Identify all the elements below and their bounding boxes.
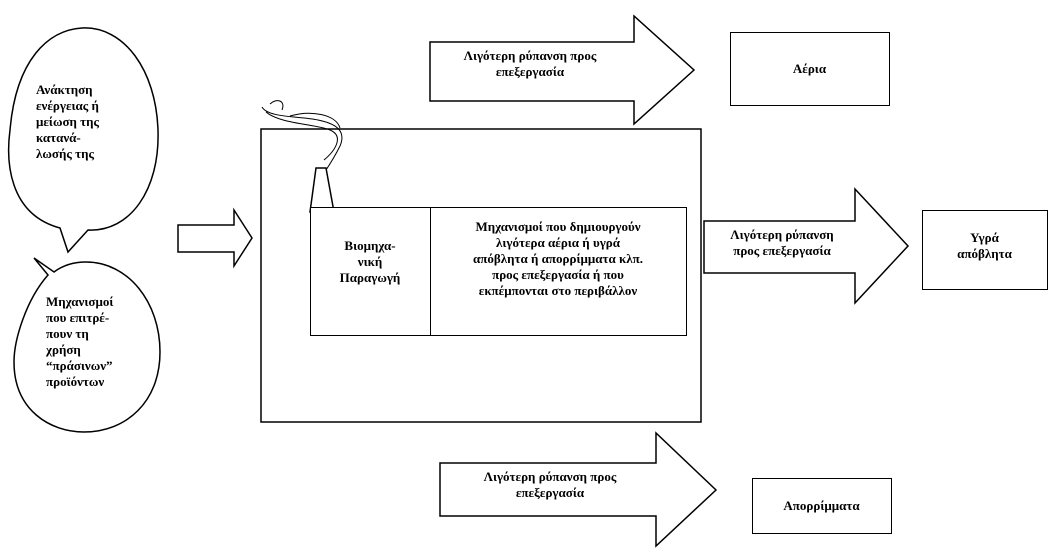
green-products-label: Μηχανισμοί που επιτρέ- πουν τη χρήση “πρ… (46, 294, 114, 389)
liquid-waste-box: Υγρά απόβλητα (922, 210, 1048, 290)
green-products-bubble (13, 257, 161, 433)
input-arrow (177, 207, 253, 269)
solid-waste-box: Απορρίμματα (752, 478, 892, 534)
gas-box-label: Αέρια (792, 61, 827, 76)
liquid-output-arrow (703, 187, 910, 305)
solid-output-arrow (439, 431, 718, 548)
liquid-arrow-label: Λιγότερη ρύπανση προς επεξεργασία (730, 227, 834, 258)
solid-waste-label: Απορρίμματα (783, 498, 860, 513)
energy-recovery-bubble (7, 27, 159, 254)
industrial-production-label: Βιομηχα- νική Παραγωγή (339, 238, 401, 285)
gas-box: Αέρια (730, 32, 890, 106)
solid-arrow-label: Λιγότερη ρύπανση προς επεξεργασία (483, 469, 617, 500)
mechanisms-box: Μηχανισμοί που δημιουργούν λιγότερα αέρι… (430, 207, 687, 336)
gas-arrow-label: Λιγότερη ρύπανση προς επεξεργασία (463, 48, 597, 79)
industrial-production-box: Βιομηχα- νική Παραγωγή (310, 207, 431, 336)
mechanisms-label: Μηχανισμοί που δημιουργούν λιγότερα αέρι… (473, 219, 643, 298)
gas-output-arrow (429, 14, 696, 126)
smoke-icon (261, 100, 343, 171)
energy-recovery-label: Ανάκτηση ενέργειας ή μείωση της κατανά- … (36, 82, 100, 161)
liquid-waste-label: Υγρά απόβλητα (957, 230, 1012, 261)
